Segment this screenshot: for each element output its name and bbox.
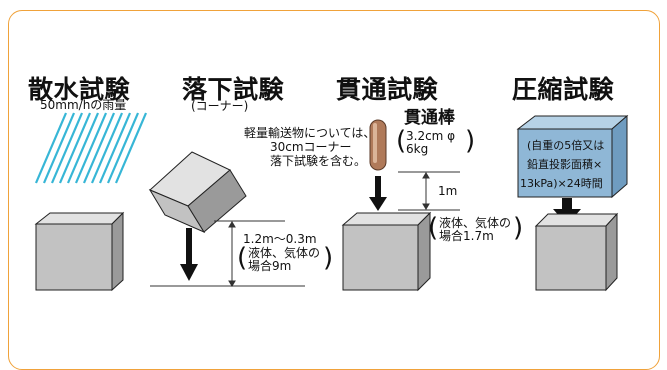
rod-spec-paren-open: ( bbox=[396, 126, 407, 156]
compression-load-line-2: 鉛直投影面積× bbox=[527, 158, 603, 171]
drop-height-label: 1.2m～0.3m bbox=[243, 232, 317, 246]
rod-spec-paren-close: ) bbox=[465, 126, 476, 156]
drop-liquid-paren-open: ( bbox=[237, 243, 248, 273]
drop-liquid-paren-close: ) bbox=[323, 243, 334, 273]
package-cube-compression bbox=[534, 212, 619, 292]
penetration-liquid-line-1: 液体、気体の bbox=[439, 216, 512, 230]
compression-load-line-1: (自重の5倍又は bbox=[527, 139, 605, 152]
rod-spec-diameter: 3.2cm φ bbox=[406, 129, 456, 143]
penetration-rod bbox=[369, 119, 387, 171]
penetration-test-title: 貫通試験 bbox=[336, 75, 439, 104]
drop-liquid-line-2: 場合9m bbox=[248, 259, 292, 273]
drop-test-title: 落下試験 bbox=[182, 75, 285, 104]
spray-test-rainfall-note: 50mm/hの雨量 bbox=[40, 98, 127, 112]
compression-test-title: 圧縮試験 bbox=[512, 75, 615, 104]
rod-height-lines bbox=[398, 171, 460, 211]
drop-test-note-line-1: 軽量輸送物については、 bbox=[244, 126, 376, 140]
penetration-rod-label: 貫通棒 bbox=[404, 108, 455, 128]
drop-test-note-line-3: 落下試験を含む。 bbox=[270, 154, 367, 168]
rod-height-label: 1m bbox=[438, 184, 458, 198]
spray-test-title: 散水試験 bbox=[28, 75, 131, 104]
penetration-liquid-paren-open: ( bbox=[428, 213, 439, 243]
load-box bbox=[516, 114, 629, 199]
rod-spec-weight: 6kg bbox=[406, 142, 429, 156]
tilted-cube bbox=[148, 151, 247, 234]
package-cube-spray bbox=[34, 211, 125, 292]
penetration-liquid-line-2: 場合1.7m bbox=[439, 229, 494, 243]
rain-lines bbox=[34, 112, 148, 184]
drop-arrow bbox=[180, 228, 198, 281]
diagram-canvas bbox=[34, 112, 629, 292]
package-cube-penetration bbox=[341, 211, 432, 292]
drop-test-subtitle: (コーナー) bbox=[191, 99, 249, 113]
drop-test-note-line-2: 30cmコーナー bbox=[270, 140, 352, 154]
drop-liquid-line-1: 液体、気体の bbox=[248, 246, 321, 260]
penetration-liquid-paren-close: ) bbox=[513, 213, 524, 243]
compression-load-line-3: 13kPa)×24時間 bbox=[520, 177, 603, 190]
drop-height-lines bbox=[150, 220, 305, 287]
rod-arrow bbox=[369, 176, 387, 211]
